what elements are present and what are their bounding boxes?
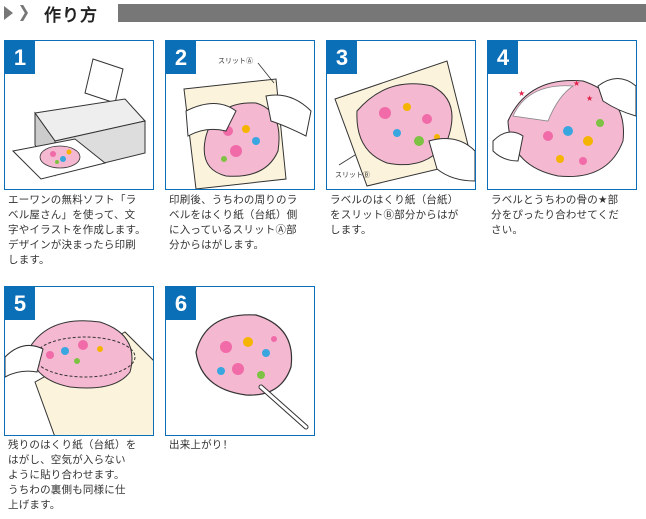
peeling-illustration: スリットⒶ	[183, 57, 312, 189]
printer-illustration	[11, 58, 146, 180]
section-title: 作り方	[44, 6, 98, 26]
step-number: 5	[5, 287, 35, 320]
align-ribs-illustration: ★ ★ ★	[492, 78, 636, 178]
step-2-description: 印刷後、うちわの周りのラ ベルをはくり紙（台紙）側 に入っているスリットⒶ部 分…	[169, 194, 298, 251]
step-1-illustration: 1	[4, 40, 154, 190]
svg-text:★: ★	[573, 79, 580, 88]
press-together-illustration	[5, 320, 153, 435]
step-6-description: 出来上がり！	[169, 439, 234, 451]
chevron-icon	[4, 6, 13, 20]
step-3-illustration: スリットⒷ 3	[326, 40, 476, 190]
slit-a-callout: スリットⒶ	[218, 57, 253, 65]
chevron-icon	[20, 5, 28, 21]
svg-text:★: ★	[586, 94, 593, 103]
step-number: 6	[166, 287, 196, 320]
section-header: 作り方	[0, 0, 646, 26]
slit-b-callout: スリットⒷ	[335, 171, 370, 179]
step-5-description: 残りのはくり紙（台紙）を はがし、空気が入らない ように貼り合わせます。 うちわ…	[8, 439, 137, 511]
backing-peel-illustration: スリットⒷ	[334, 60, 475, 187]
step-1-description: エーワンの無料ソフト「ラ ベル屋さん」を使って、文 字やイラストを作成します。 …	[8, 194, 146, 266]
step-number: 2	[166, 41, 196, 74]
finished-fan-illustration	[195, 314, 309, 430]
step-5-illustration: 5	[4, 286, 154, 436]
step-4-description: ラベルとうちわの骨の★部 分をぴったり合わせてくだ さい。	[491, 194, 620, 236]
svg-text:★: ★	[518, 89, 525, 98]
step-2-illustration: スリットⒶ 2	[165, 40, 315, 190]
step-number: 1	[5, 41, 35, 74]
step-4-illustration: ★ ★ ★ 4	[487, 40, 637, 190]
header-label-area: 作り方	[0, 0, 118, 26]
header-bar	[118, 4, 646, 22]
step-number: 4	[488, 41, 518, 74]
step-3-description: ラベルのはくり紙（台紙） をスリットⒷ部分からはが します。	[330, 194, 459, 236]
step-6-illustration: 6	[165, 286, 315, 436]
step-number: 3	[327, 41, 357, 74]
